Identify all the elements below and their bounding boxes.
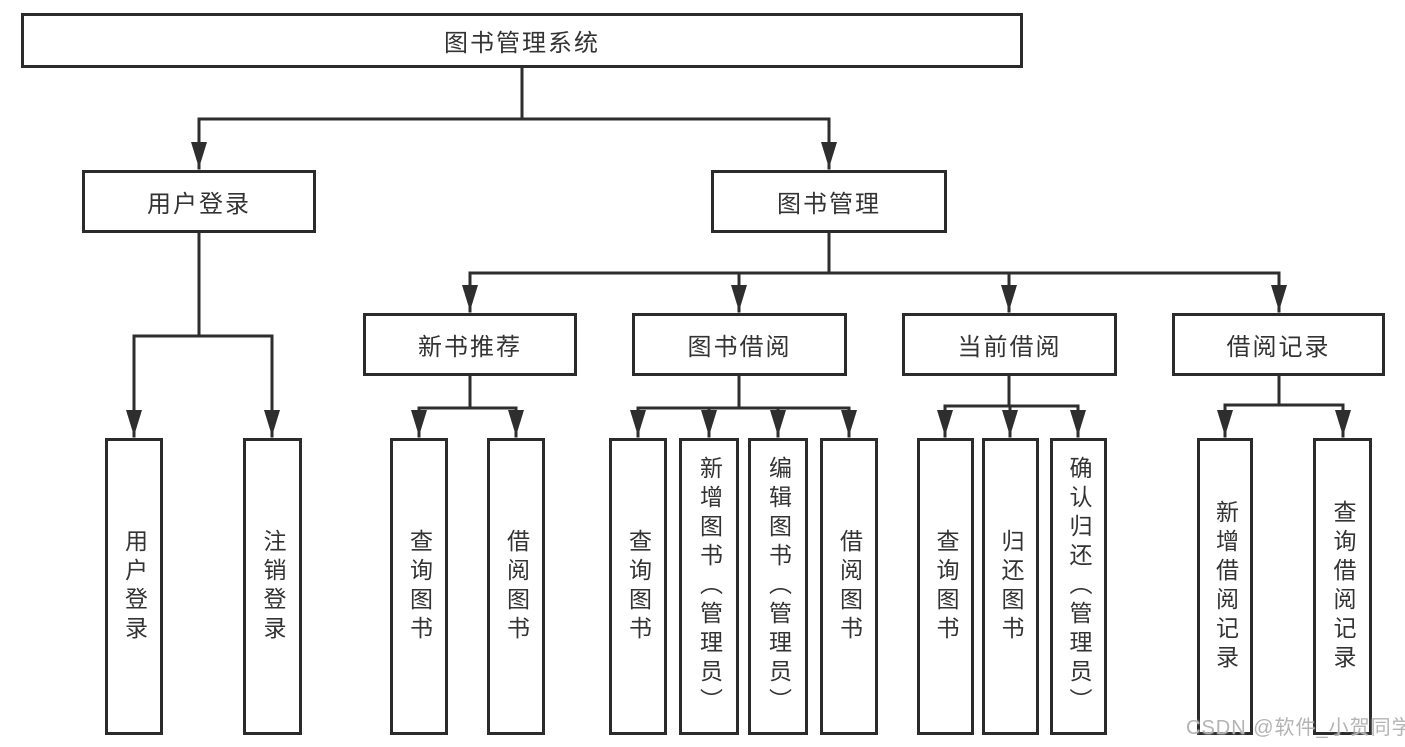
node-user-login: 用户登录 (82, 170, 316, 233)
node-label: 借阅记录 (1226, 334, 1331, 361)
leaf-search-books-2: 查询图书 (609, 438, 667, 735)
node-book-management: 图书管理 (711, 170, 947, 233)
leaf-search-books: 查询图书 (390, 438, 448, 735)
node-label: 编辑图书（管理员） (765, 456, 792, 717)
node-borrow-records: 借阅记录 (1172, 313, 1385, 376)
leaf-edit-book-admin: 编辑图书（管理员） (748, 438, 808, 735)
node-label: 新增图书（管理员） (696, 456, 723, 717)
leaf-borrow-books-2: 借阅图书 (820, 438, 878, 735)
node-label: 新书推荐 (418, 334, 522, 361)
node-label: 用户登录 (121, 528, 148, 645)
node-label: 图书借阅 (687, 334, 792, 361)
leaf-add-borrow-record: 新增借阅记录 (1197, 438, 1253, 735)
node-label: 查询图书 (406, 528, 433, 645)
leaf-confirm-return-admin: 确认归还（管理员） (1050, 438, 1107, 735)
node-label: 借阅图书 (836, 528, 863, 645)
node-label: 归还图书 (998, 528, 1024, 645)
node-label: 当前借阅 (957, 334, 1062, 361)
node-label: 确认归还（管理员） (1066, 456, 1092, 717)
node-label: 图书管理系统 (444, 30, 600, 57)
leaf-user-login: 用户登录 (105, 438, 163, 735)
node-book-borrow: 图书借阅 (632, 313, 847, 376)
leaf-borrow-books: 借阅图书 (487, 438, 545, 735)
node-new-book-recommend: 新书推荐 (363, 313, 577, 376)
leaf-search-borrow-record: 查询借阅记录 (1313, 438, 1372, 735)
node-label: 新增借阅记录 (1212, 499, 1239, 674)
node-label: 图书管理 (777, 191, 881, 218)
node-current-borrow: 当前借阅 (902, 313, 1117, 376)
node-label: 借阅图书 (503, 528, 530, 645)
leaf-add-book-admin: 新增图书（管理员） (679, 438, 739, 735)
leaf-logout: 注销登录 (243, 438, 302, 735)
node-label: 用户登录 (147, 191, 251, 218)
node-label: 查询借阅记录 (1330, 499, 1356, 674)
node-library-management-system: 图书管理系统 (21, 13, 1023, 68)
node-label: 查询图书 (933, 528, 959, 645)
csdn-watermark: CSDN @软件_小贺同学 (1186, 717, 1405, 739)
leaf-search-books-3: 查询图书 (917, 438, 974, 735)
node-label: 查询图书 (625, 528, 652, 645)
leaf-return-books: 归还图书 (982, 438, 1039, 735)
node-label: 注销登录 (260, 528, 286, 645)
